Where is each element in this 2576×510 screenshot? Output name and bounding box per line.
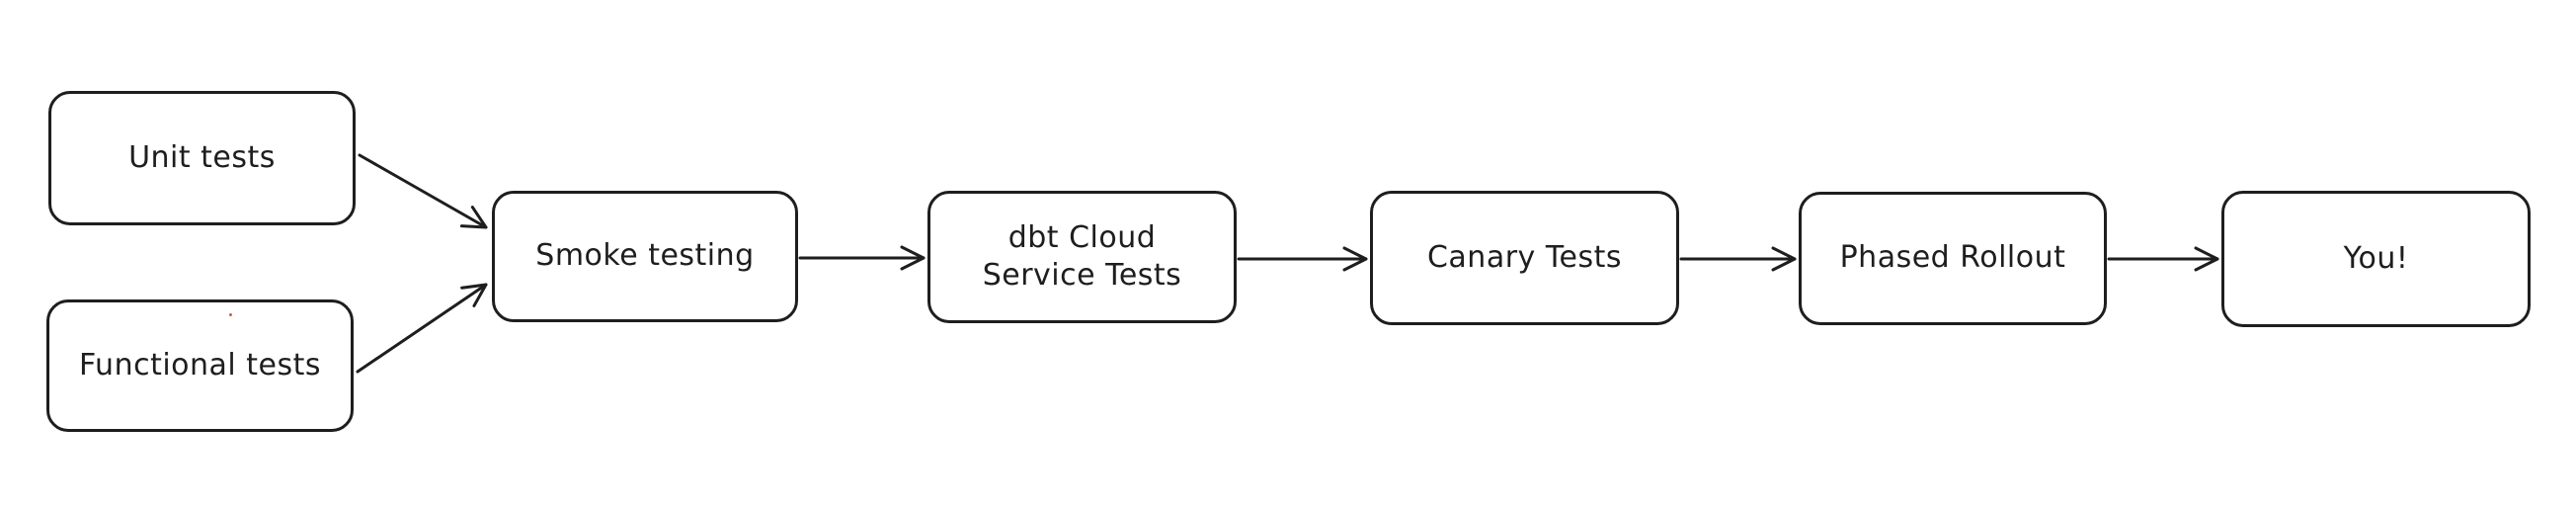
arrow-functional-tests-to-smoke-testing bbox=[356, 283, 488, 374]
node-phased-rollout: Phased Rollout bbox=[1799, 192, 2107, 325]
node-you-label: You! bbox=[2343, 240, 2409, 276]
node-smoke-testing-label: Smoke testing bbox=[535, 238, 755, 274]
node-canary-tests: Canary Tests bbox=[1370, 191, 1679, 325]
node-functional-tests: Functional tests bbox=[46, 299, 354, 432]
node-smoke-testing: Smoke testing bbox=[492, 191, 798, 322]
node-canary-tests-label: Canary Tests bbox=[1426, 239, 1623, 275]
node-phased-rollout-label: Phased Rollout bbox=[1839, 240, 2066, 276]
red-dot-artifact bbox=[229, 313, 232, 316]
node-dbt-cloud-service-tests-label: dbt Cloud Service Tests bbox=[982, 219, 1182, 293]
node-dbt-cloud-service-tests: dbt Cloud Service Tests bbox=[927, 191, 1237, 323]
arrow-unit-tests-to-smoke-testing bbox=[358, 153, 488, 229]
node-unit-tests-label: Unit tests bbox=[128, 139, 276, 175]
node-functional-tests-label: Functional tests bbox=[78, 347, 322, 382]
node-unit-tests: Unit tests bbox=[48, 91, 356, 225]
node-you: You! bbox=[2221, 191, 2531, 327]
